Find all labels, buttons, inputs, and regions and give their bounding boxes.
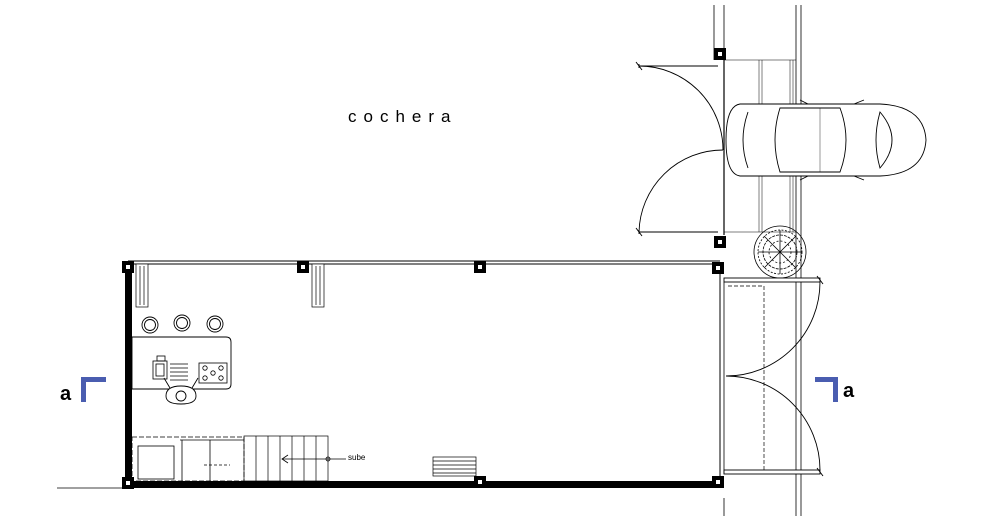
stair-arrow-icon (281, 454, 346, 464)
bar-stool-icon (141, 314, 224, 334)
sink-icon (152, 355, 188, 381)
stairs (243, 435, 329, 482)
section-label-right: a (843, 380, 855, 402)
stove-icon (198, 362, 228, 384)
kitchen-counter (131, 436, 245, 482)
entrance-double-door (723, 275, 824, 477)
building-walls (57, 260, 725, 489)
person-at-counter-icon (163, 377, 199, 405)
section-label-left: a (60, 383, 72, 405)
section-marker-right (815, 377, 838, 402)
car-icon (725, 99, 927, 181)
floor-grate (432, 456, 477, 477)
column-centers (126, 52, 722, 485)
stair-direction-label: sube (348, 453, 366, 462)
section-marker-left (81, 377, 106, 402)
tree-icon (753, 225, 807, 279)
garage-label: cochera (348, 107, 457, 126)
garage-double-door (635, 61, 724, 237)
window-panels (135, 263, 325, 308)
